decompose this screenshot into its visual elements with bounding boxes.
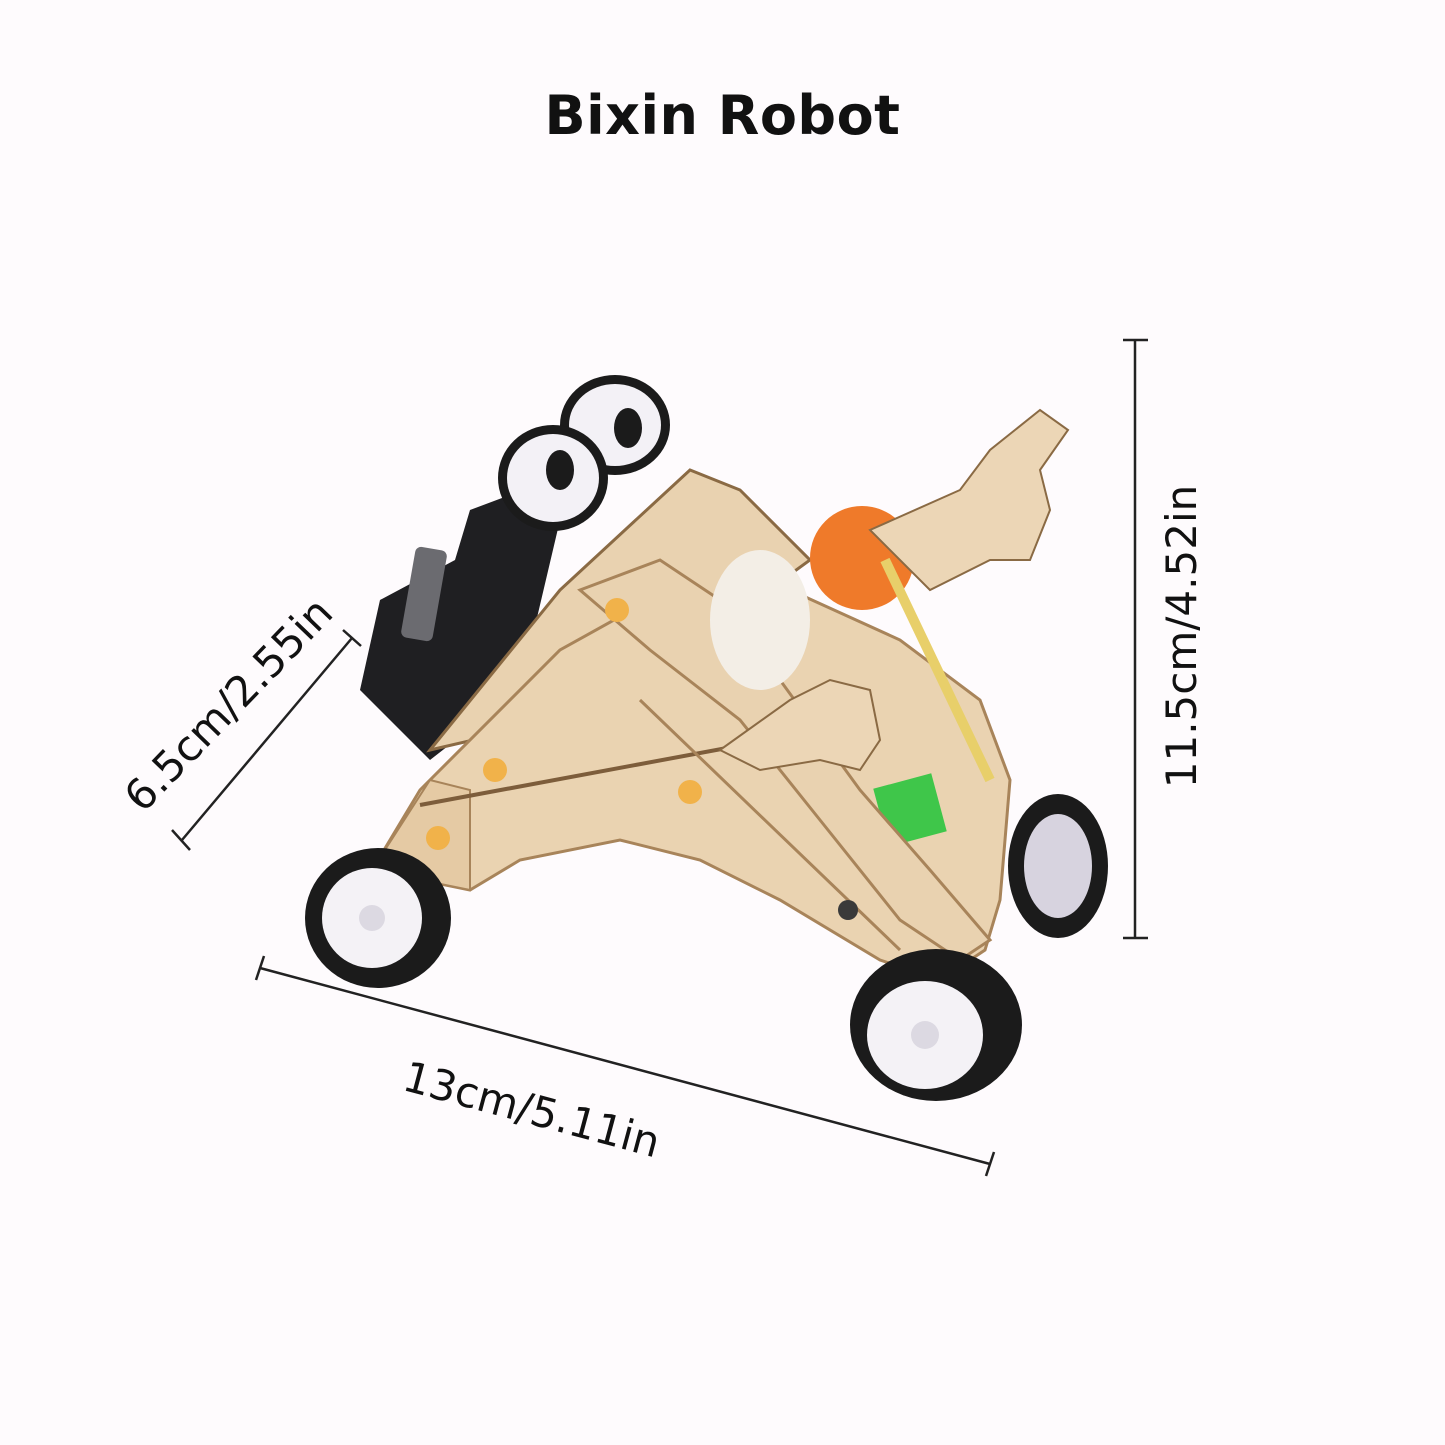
head-ball [710, 506, 995, 783]
arm-raised [868, 408, 1070, 592]
dimension-line-height [1123, 338, 1148, 940]
front-left-wheel [305, 848, 451, 988]
dimension-line-width [254, 955, 996, 1177]
back-wheel [1008, 794, 1108, 938]
eyes [498, 375, 670, 531]
front-right-wheel [850, 949, 1022, 1101]
dimension-line-depth [171, 629, 362, 851]
arm-lower [718, 678, 882, 772]
page-title: Bixin Robot [544, 84, 901, 147]
height-dimension-label: 11.5cm/4.52in [1157, 484, 1207, 789]
